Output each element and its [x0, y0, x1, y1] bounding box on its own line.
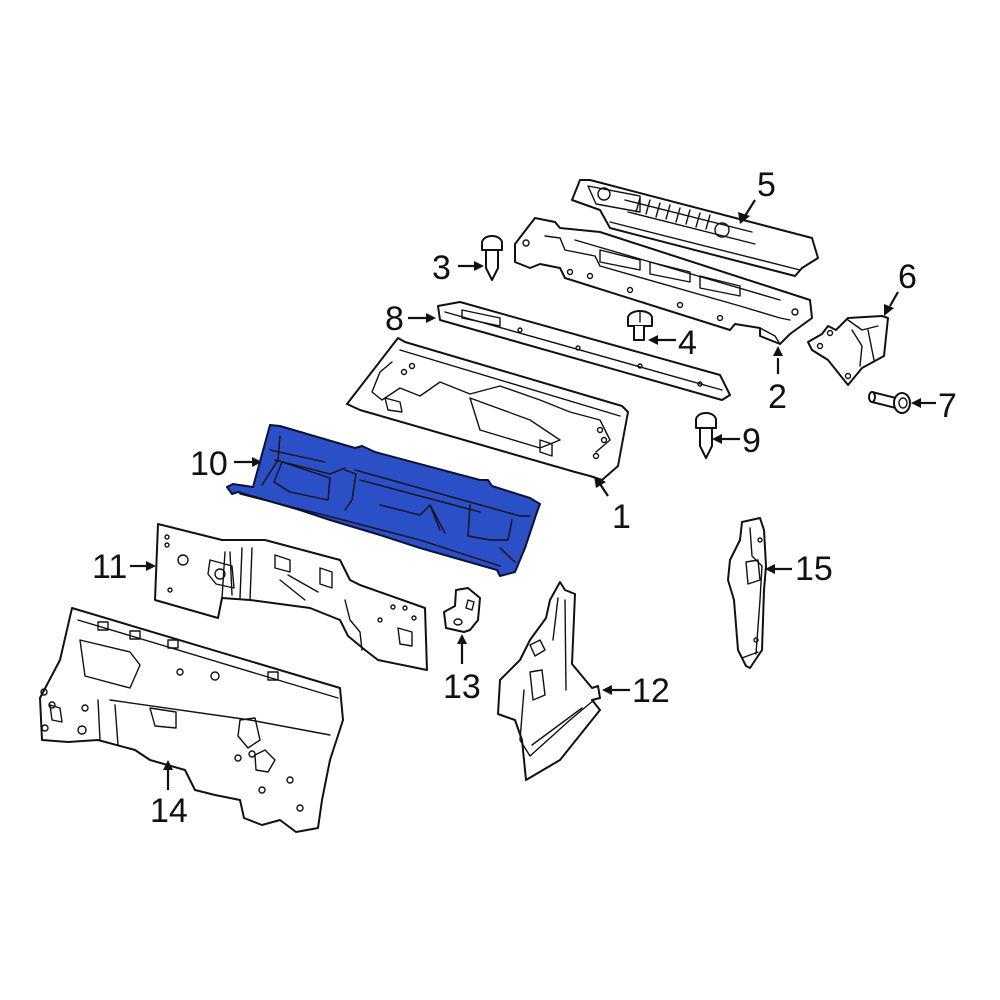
part-11-dash-panel[interactable]	[154, 523, 428, 671]
callout-labels: 1 2 3 4 5 6 7 8 9 10 11 12 13 14 15	[92, 166, 957, 830]
part-14-dash-panel-lower[interactable]	[39, 607, 344, 833]
callout-10[interactable]: 10	[190, 445, 228, 483]
part-9-push-pin[interactable]	[695, 412, 717, 459]
callout-14[interactable]: 14	[150, 792, 188, 830]
part-13-bracket[interactable]	[443, 587, 481, 633]
callout-7[interactable]: 7	[938, 387, 957, 425]
part-15-pillar-bracket[interactable]	[727, 517, 767, 669]
part-5-cowl-grille[interactable]	[571, 179, 819, 277]
callout-11[interactable]: 11	[92, 548, 127, 586]
part-2-cowl-panel[interactable]	[514, 217, 813, 345]
callout-12[interactable]: 12	[632, 672, 670, 710]
callout-2[interactable]: 2	[768, 378, 787, 416]
callout-5[interactable]: 5	[757, 166, 776, 204]
callout-leaders	[130, 199, 936, 790]
callout-9[interactable]: 9	[742, 422, 761, 460]
part-12-pillar-reinforcement[interactable]	[497, 581, 601, 781]
part-7-bolt[interactable]	[868, 391, 911, 414]
part-10-plenum-panel-highlighted[interactable]	[226, 424, 541, 577]
callout-6[interactable]: 6	[898, 258, 917, 296]
callout-8[interactable]: 8	[385, 300, 404, 338]
callout-3[interactable]: 3	[432, 249, 451, 287]
callout-13[interactable]: 13	[443, 668, 481, 706]
part-4-push-pin[interactable]	[627, 310, 653, 341]
callout-15[interactable]: 15	[795, 550, 833, 588]
part-8-seal-strip[interactable]	[437, 301, 731, 401]
part-3-push-pin[interactable]	[481, 235, 503, 281]
callout-4[interactable]: 4	[678, 324, 697, 362]
callout-1[interactable]: 1	[612, 498, 631, 536]
part-6-bracket[interactable]	[807, 315, 889, 386]
